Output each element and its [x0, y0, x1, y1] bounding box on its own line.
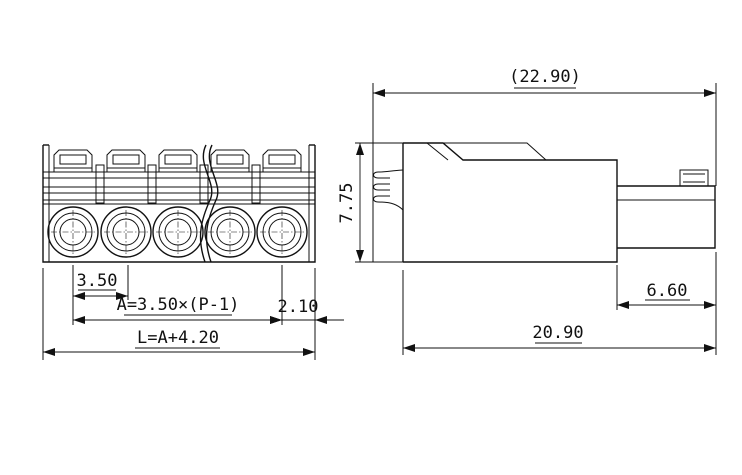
overall-length-dimension: (22.90) — [373, 67, 716, 97]
offset-dimension: 2.10 — [262, 297, 344, 324]
break-line — [199, 144, 213, 263]
screw-opening — [100, 206, 152, 258]
l-formula-label: L=A+4.20 — [137, 328, 219, 348]
pin-length-label: 6.60 — [647, 281, 688, 301]
height-dimension: 7.75 — [337, 143, 364, 262]
separator-post — [251, 164, 261, 204]
latch-tab — [158, 149, 198, 172]
screw-openings — [47, 206, 308, 258]
a-formula-label: A=3.50×(P-1) — [117, 295, 240, 315]
latch-tabs — [53, 149, 302, 172]
break-line — [205, 144, 219, 263]
overall-length-label: (22.90) — [509, 67, 581, 87]
pitch-label: 3.50 — [77, 271, 118, 291]
front-view — [42, 144, 316, 360]
height-label: 7.75 — [337, 183, 357, 224]
l-dimension: L=A+4.20 — [43, 328, 315, 356]
screw-opening — [47, 206, 99, 258]
screw-opening — [152, 206, 204, 258]
pitch-dimension: 3.50 — [73, 271, 128, 300]
separator-posts — [95, 164, 261, 204]
a-dimension: A=3.50×(P-1) — [73, 295, 282, 324]
latch-tab — [262, 149, 302, 172]
separator-post — [95, 164, 105, 204]
pin-length-dimension: 6.60 — [617, 281, 716, 309]
latch-tab — [106, 149, 146, 172]
offset-label: 2.10 — [278, 297, 319, 317]
screw-opening — [204, 206, 256, 258]
latch-tab — [210, 149, 250, 172]
body-length-label: 20.90 — [532, 323, 583, 343]
latch-tab — [53, 149, 93, 172]
screw-opening — [256, 206, 308, 258]
body-length-dimension: 20.90 — [403, 323, 716, 352]
separator-post — [147, 164, 157, 204]
side-view — [355, 83, 717, 355]
